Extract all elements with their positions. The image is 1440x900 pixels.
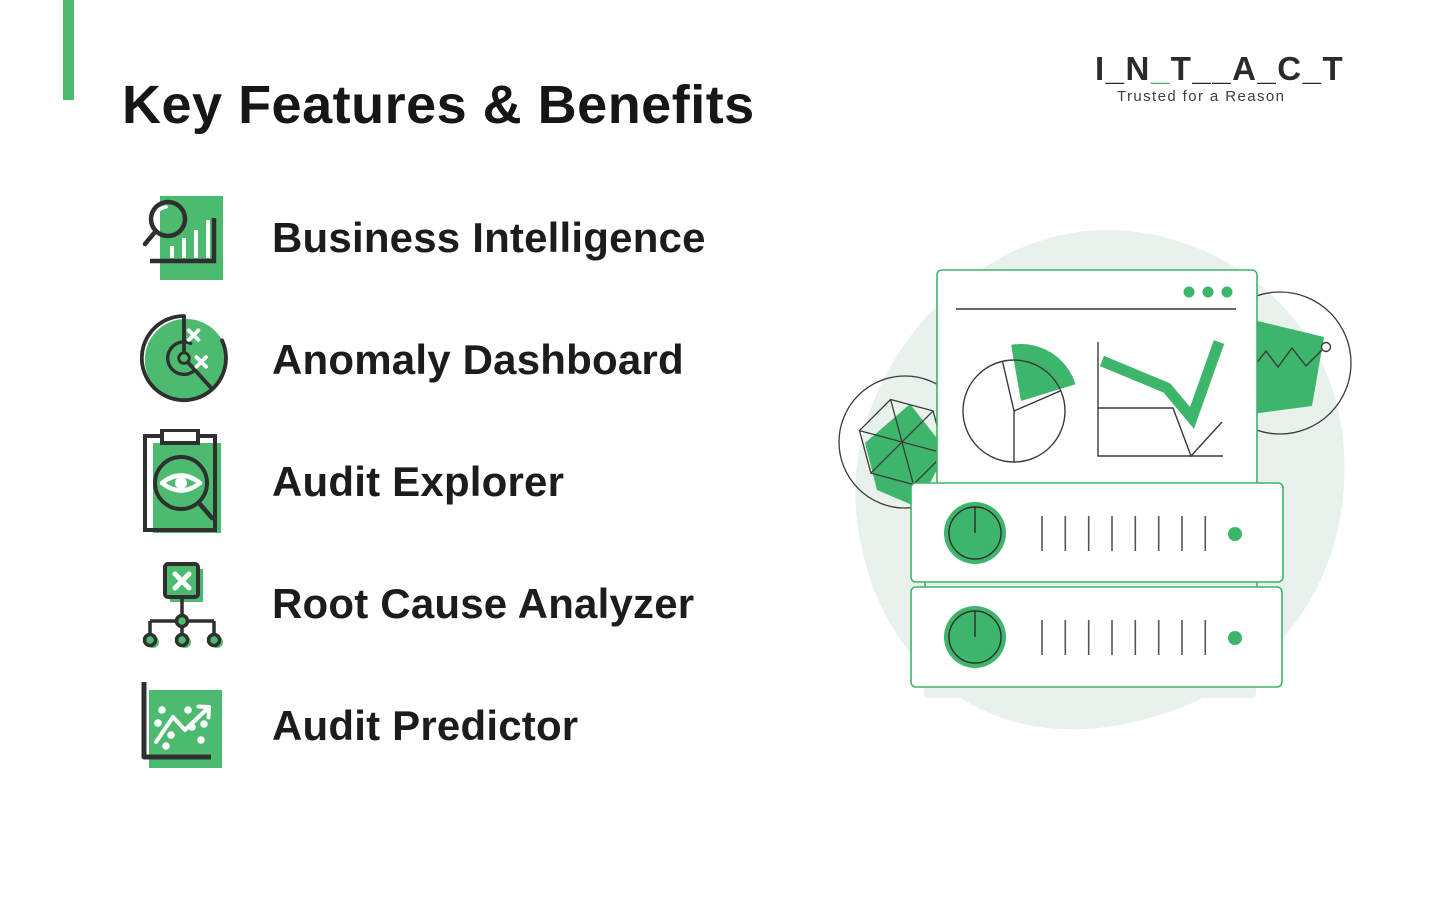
feature-row: Audit Explorer <box>140 429 706 533</box>
business-intelligence-icon <box>140 194 228 282</box>
feature-label: Audit Predictor <box>272 702 579 749</box>
logo-green-underscore: _ <box>1150 50 1171 87</box>
zigzag-stat-badge <box>1208 291 1352 435</box>
feature-label: Audit Explorer <box>272 458 565 505</box>
logo-wordmark: I_N_T__A_C_T <box>1095 52 1344 85</box>
page-title: Key Features & Benefits <box>122 75 755 136</box>
equalizer-row-1 <box>910 482 1284 583</box>
logo-text-right: T__A_C_T <box>1170 50 1345 87</box>
feature-label: Root Cause Analyzer <box>272 580 695 627</box>
line-chart <box>1097 340 1225 458</box>
feature-list: Business Intelligence Anomaly Dashboard <box>140 193 706 803</box>
audit-predictor-icon <box>140 680 228 772</box>
knob-icon <box>944 502 1006 564</box>
feature-row: Anomaly Dashboard <box>140 314 706 406</box>
window-dots <box>1183 286 1233 298</box>
dashboard-window <box>936 269 1258 487</box>
analytics-illustration <box>820 220 1420 740</box>
feature-row: Business Intelligence <box>140 193 706 283</box>
feature-label: Anomaly Dashboard <box>272 336 684 383</box>
tick-marks <box>1041 620 1207 655</box>
status-dot <box>1228 527 1242 541</box>
logo-text-left: I_N <box>1095 50 1151 87</box>
audit-explorer-icon <box>140 429 228 535</box>
pie-chart <box>962 344 1076 463</box>
status-dot <box>1228 631 1242 645</box>
feature-row: Root Cause Analyzer <box>140 559 706 649</box>
knob-icon <box>944 606 1006 668</box>
root-cause-icon <box>140 558 228 650</box>
equalizer-row-2 <box>910 586 1283 688</box>
anomaly-radar-icon <box>140 314 228 406</box>
feature-label: Business Intelligence <box>272 214 706 261</box>
logo-tagline: Trusted for a Reason <box>1117 88 1286 105</box>
tick-marks <box>1041 516 1207 551</box>
accent-bar <box>63 0 74 100</box>
logo: I_N_T__A_C_T Trusted for a Reason <box>1095 52 1344 105</box>
feature-row: Audit Predictor <box>140 681 706 771</box>
